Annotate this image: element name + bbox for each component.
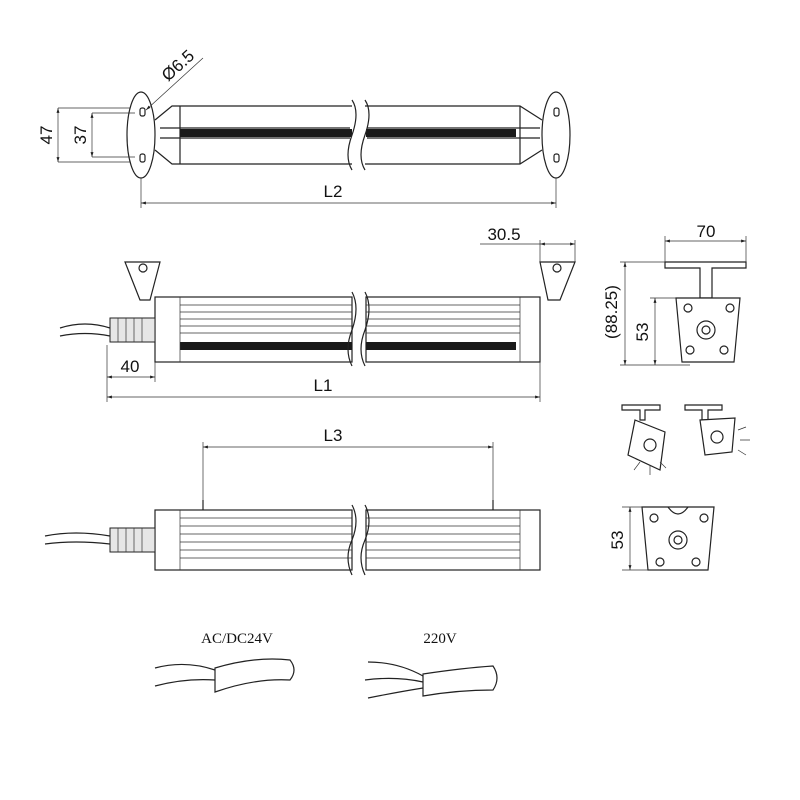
length-l3-label: L3	[324, 426, 343, 445]
connector	[109, 527, 156, 553]
plate-height-label: 47	[37, 126, 56, 145]
high-voltage-label: 220V	[423, 631, 457, 647]
right-mount-plate	[541, 91, 571, 179]
wire-24v	[214, 658, 295, 693]
bracket-width-label: 70	[697, 222, 716, 241]
body-height-label: 53	[633, 323, 652, 342]
left-bracket	[124, 261, 161, 301]
side-view-without-brackets: L3	[44, 426, 541, 576]
top-view: 47 37 Ø6.5 L2	[37, 46, 571, 208]
end-view-with-bracket: 70 (88.25) 53	[602, 222, 747, 366]
left-mount-plate	[126, 91, 156, 179]
right-bracket	[539, 261, 576, 301]
break-line	[347, 99, 370, 171]
end-view-without-bracket: 53	[608, 506, 715, 571]
hole-diameter-label: Ø6.5	[158, 46, 198, 85]
length-l2-label: L2	[324, 182, 343, 201]
body-height-2-label: 53	[608, 531, 627, 550]
connector	[109, 317, 156, 343]
bracket-offset-label: 30.5	[487, 225, 520, 244]
wiring-diagrams: AC/DC24V 220V	[154, 631, 498, 699]
low-voltage-label: AC/DC24V	[201, 631, 273, 647]
side-view-with-brackets: 30.5 40 L1	[59, 225, 576, 402]
overall-height-label: (88.25)	[602, 285, 621, 339]
wire-220v	[422, 665, 498, 697]
tilt-angle-views	[621, 404, 750, 475]
length-l1-label: L1	[314, 376, 333, 395]
cable	[59, 323, 111, 337]
connector-length-label: 40	[121, 357, 140, 376]
hole-spacing-label: 37	[71, 126, 90, 145]
